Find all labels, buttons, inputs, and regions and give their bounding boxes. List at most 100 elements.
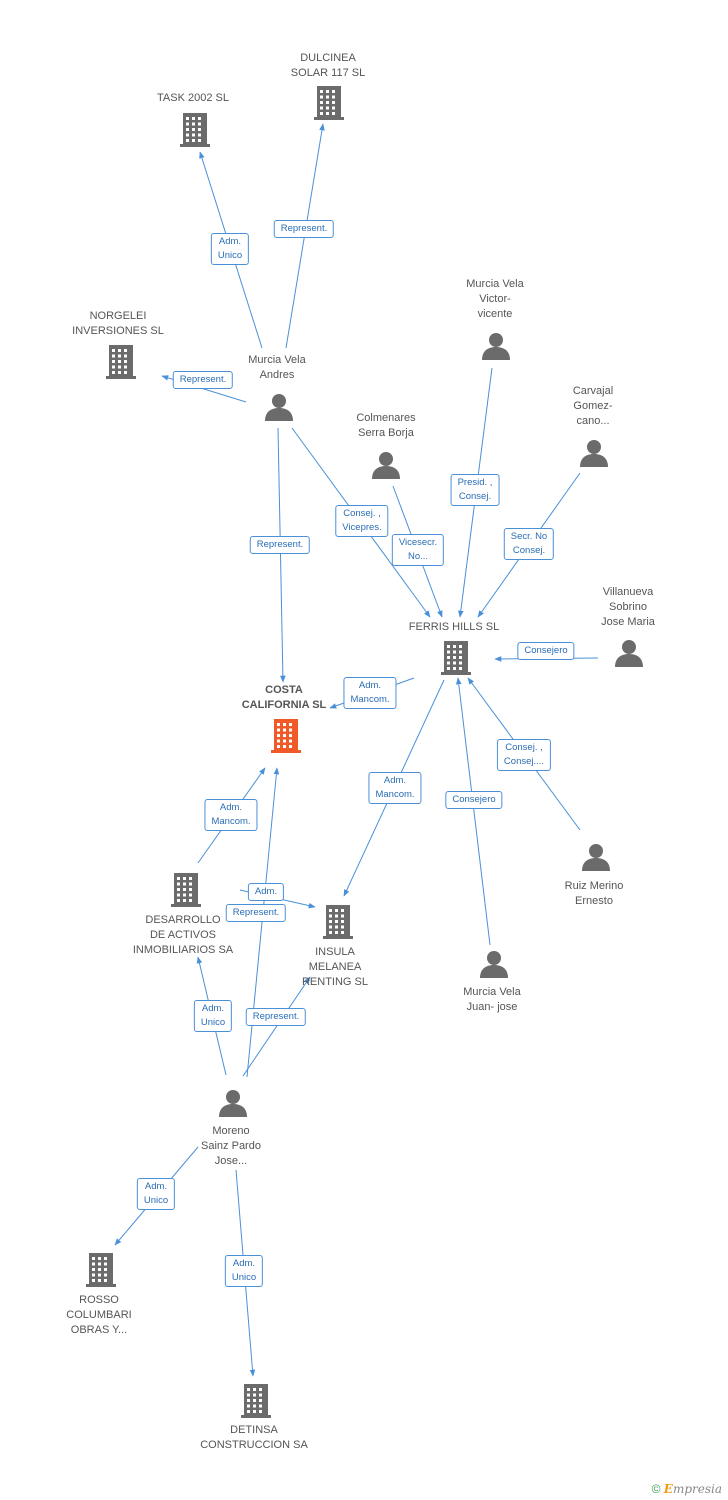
node-label-line: Colmenares	[356, 412, 416, 424]
node-label-line: Murcia Vela	[463, 986, 521, 998]
edge-label-mv_juan-to-ferris[interactable]: Consejero	[445, 791, 503, 809]
node-label-line: Moreno	[212, 1125, 250, 1137]
node-label-line: COLUMBARI	[66, 1309, 132, 1321]
edge-label-mv_victor-to-ferris[interactable]: Presid. ,Consej.	[450, 474, 500, 506]
person-icon[interactable]	[614, 639, 644, 672]
node-label-line: Jose Maria	[601, 616, 655, 628]
node-label-line: INSULA	[315, 946, 355, 958]
person-icon[interactable]	[581, 843, 611, 876]
edge-label-mv_andres-to-dulcinea[interactable]: Represent.	[273, 220, 335, 238]
edge-label-line: Adm.	[218, 236, 242, 247]
node-label: ROSSO COLUMBARI OBRAS Y...	[66, 1293, 131, 1338]
edge-label-line: Vicesecr.	[398, 537, 438, 548]
building-icon[interactable]	[271, 719, 301, 758]
node-label: DULCINEA SOLAR 117 SL	[291, 51, 365, 81]
node-label-line: ROSSO	[79, 1294, 119, 1306]
node-label-line: Sainz Pardo	[201, 1140, 261, 1152]
node-label-line: Ruiz Merino	[564, 880, 624, 892]
node-label-line: DESARROLLO	[145, 914, 221, 926]
edge-mv_andres-to-costa	[277, 427, 286, 683]
node-label-line: vicente	[477, 308, 513, 320]
edge-label-line: Adm.	[144, 1181, 168, 1192]
node-label: FERRIS HILLS SL	[409, 620, 499, 635]
node-label-line: Murcia Vela	[248, 354, 306, 366]
edge-label-line: Represent.	[280, 223, 328, 234]
node-label-line: DULCINEA	[300, 52, 356, 64]
edge-label-line: Consej.	[512, 545, 546, 556]
edge-label-moreno-to-detinsa[interactable]: Adm.Unico	[224, 1255, 264, 1287]
person-icon[interactable]	[481, 332, 511, 365]
edge-label-line: Adm.	[358, 680, 382, 691]
edge-label-mv_andres-to-norgelei[interactable]: Represent.	[172, 371, 234, 389]
node-label-line: DETINSA	[230, 1424, 278, 1436]
edge-label-line: Unico	[231, 1272, 257, 1283]
copyright-icon: ©	[651, 1482, 661, 1496]
person-icon[interactable]	[371, 451, 401, 484]
edge-label-moreno-to-rosso[interactable]: Adm. Unico	[136, 1178, 176, 1210]
edge-label-line: Represent.	[252, 1011, 300, 1022]
edge-label-line: Consej. ,	[343, 508, 381, 519]
building-icon[interactable]	[323, 905, 353, 944]
building-icon[interactable]	[441, 641, 471, 680]
node-label-line: NORGELEI	[89, 310, 147, 322]
edge-label-moreno-to-insula[interactable]: Represent.	[245, 1008, 307, 1026]
node-label-line: Andres	[259, 369, 295, 381]
node-label-line: Villanueva	[602, 586, 654, 598]
edge-label-line: Represent.	[232, 907, 280, 918]
person-icon[interactable]	[264, 393, 294, 426]
node-label-line: FERRIS HILLS SL	[408, 621, 500, 633]
edge-label-desarrollo-to-costa[interactable]: Adm.Mancom.	[204, 799, 258, 831]
edge-mv_juan-to-ferris	[455, 677, 491, 946]
edge-label-line: Unico	[200, 1017, 226, 1028]
edge-label-mv_andres-to-costa[interactable]: Represent.	[249, 536, 311, 554]
edge-label-line: Consej....	[503, 756, 545, 767]
edge-label-villanueva-to-ferris[interactable]: Consejero	[517, 642, 575, 660]
node-label-line: RENTING SL	[301, 976, 369, 988]
building-icon[interactable]	[171, 873, 201, 912]
edge-label-colmenares-to-ferris[interactable]: Vicesecr.No...	[391, 534, 445, 566]
node-label-line: cano...	[576, 415, 610, 427]
building-icon[interactable]	[86, 1253, 116, 1292]
edge-label-line: Represent.	[179, 374, 227, 385]
edge-label-desarrollo-to-insula[interactable]: Adm.	[247, 883, 285, 901]
edge-label-line: Unico	[143, 1195, 169, 1206]
building-icon[interactable]	[180, 113, 210, 152]
edge-label-line: Unico	[217, 250, 243, 261]
node-label: INSULA MELANEA RENTING SL	[302, 945, 368, 990]
node-label-line: INMOBILIARIOS SA	[132, 944, 234, 956]
edge-label-line: Mancom.	[375, 789, 415, 800]
node-label: TASK 2002 SL	[157, 91, 229, 106]
edge-label-line: Represent.	[256, 539, 304, 550]
building-icon[interactable]	[241, 1384, 271, 1423]
edge-label-mv_andres-to-task2002[interactable]: Adm. Unico	[210, 233, 250, 265]
edge-label-line: Adm.	[254, 886, 278, 897]
node-label-line: CALIFORNIA SL	[241, 699, 327, 711]
building-icon[interactable]	[314, 86, 344, 125]
node-label-line: MELANEA	[308, 961, 362, 973]
edge-label-ferris-to-insula[interactable]: Adm.Mancom.	[368, 772, 422, 804]
node-label-line: OBRAS Y...	[70, 1324, 128, 1336]
person-icon[interactable]	[479, 950, 509, 983]
building-icon[interactable]	[106, 345, 136, 384]
node-label-line: Juan- jose	[466, 1001, 518, 1013]
edge-label-ferris-to-costa[interactable]: Adm. Mancom.	[343, 677, 397, 709]
edge-label-line: Consej. ,	[505, 742, 543, 753]
edge-label-line: Vicepres.	[342, 522, 382, 533]
edge-label-moreno-to-desarrollo[interactable]: Adm.Unico	[193, 1000, 233, 1032]
person-icon[interactable]	[579, 439, 609, 472]
node-label-line: SOLAR 117 SL	[290, 67, 366, 79]
edge-label-moreno-to-costa[interactable]: Represent.	[225, 904, 287, 922]
edge-label-mv_andres-to-ferris[interactable]: Consej. , Vicepres.	[335, 505, 389, 537]
edge-label-line: Mancom.	[350, 694, 390, 705]
node-label-line: Sobrino	[609, 601, 647, 613]
person-icon[interactable]	[218, 1089, 248, 1122]
edge-label-ruiz-to-ferris[interactable]: Consej. , Consej....	[496, 739, 552, 771]
